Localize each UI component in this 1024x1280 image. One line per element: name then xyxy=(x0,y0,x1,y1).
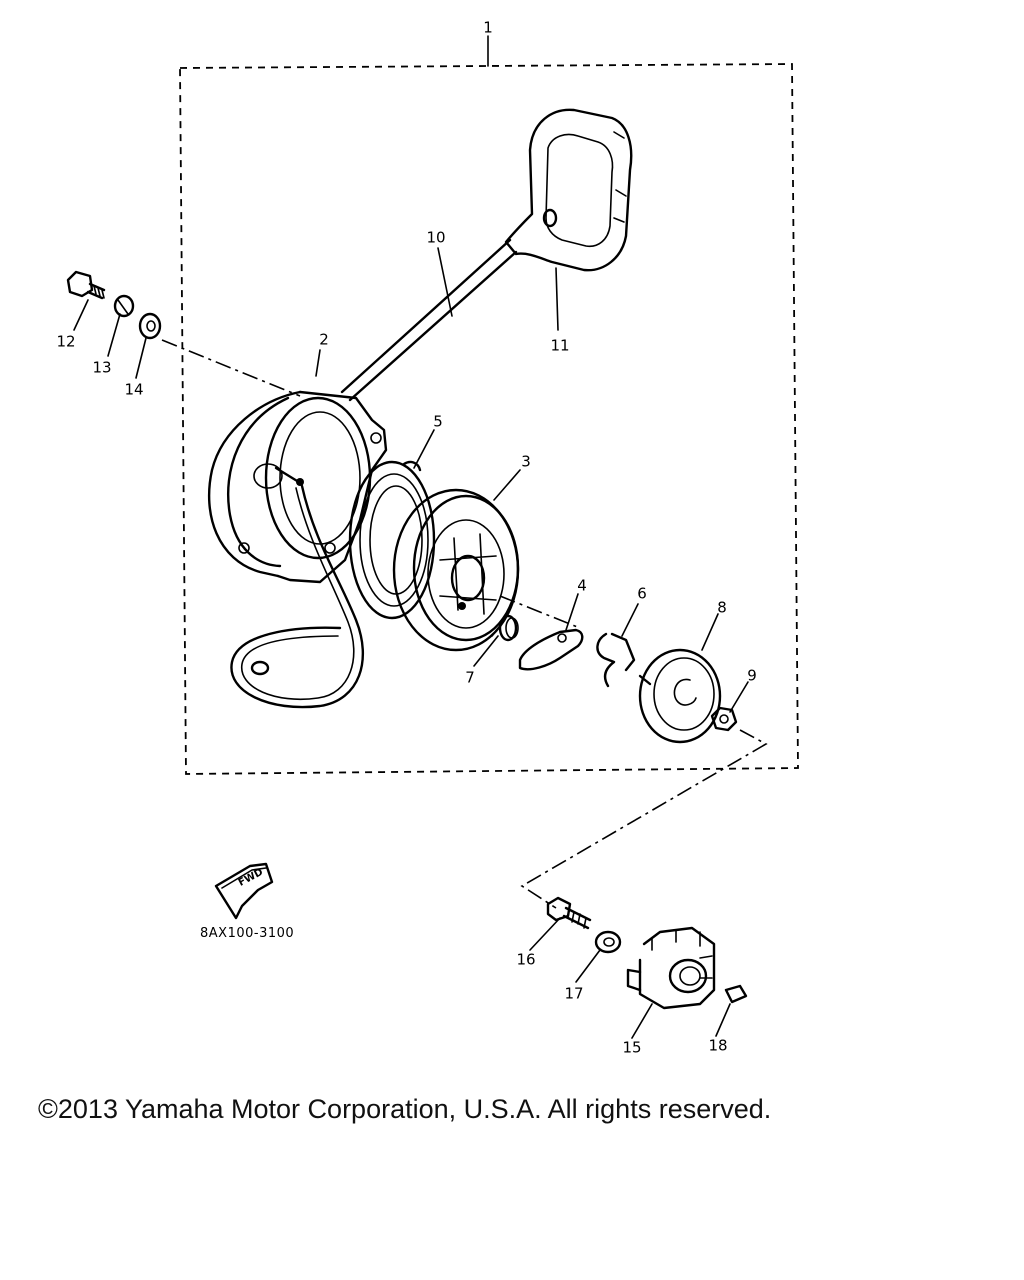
callout-3: 3 xyxy=(521,453,531,471)
flywheel-washer xyxy=(594,930,622,954)
callout-5: 5 xyxy=(433,413,443,431)
callout-4: 4 xyxy=(577,577,587,595)
copyright-notice: ©2013 Yamaha Motor Corporation, U.S.A. A… xyxy=(38,1094,772,1124)
diagram-part-code: 8AX100-3100 xyxy=(200,926,295,941)
callout-8: 8 xyxy=(717,599,727,617)
center-nut xyxy=(710,706,738,732)
starter-drive-pulley xyxy=(626,926,716,1010)
rope-to-handle xyxy=(340,238,518,402)
alignment-lines xyxy=(161,339,768,909)
spiral-spring xyxy=(348,460,436,620)
flywheel-bolt xyxy=(546,896,592,930)
callout-numbers: 1 2 3 4 5 6 7 8 9 10 11 12 13 14 15 16 1… xyxy=(56,19,756,1057)
callout-10: 10 xyxy=(426,229,445,247)
callout-11: 11 xyxy=(550,337,569,355)
starter-case xyxy=(207,390,388,584)
callout-7: 7 xyxy=(465,669,475,687)
callout-18: 18 xyxy=(708,1037,727,1055)
callout-6: 6 xyxy=(637,585,647,603)
callout-17: 17 xyxy=(564,985,583,1003)
woodruff-key xyxy=(724,984,748,1004)
callout-12: 12 xyxy=(56,333,75,351)
starter-rope-loop xyxy=(230,484,364,709)
rope-pulley xyxy=(392,488,520,652)
callout-13: 13 xyxy=(92,359,111,377)
callout-14: 14 xyxy=(124,381,143,399)
assembly-boundary xyxy=(179,35,799,775)
callout-2: 2 xyxy=(319,331,329,349)
starter-handle xyxy=(504,108,633,272)
callout-leaders xyxy=(73,247,749,1039)
mounting-bolt xyxy=(66,270,106,300)
callout-16: 16 xyxy=(516,951,535,969)
friction-spring xyxy=(596,632,636,688)
drive-plate xyxy=(638,648,722,744)
callout-9: 9 xyxy=(747,667,757,685)
pawl-spring xyxy=(491,614,519,642)
plain-washer xyxy=(138,312,162,340)
ratchet-pawl xyxy=(518,628,584,671)
callout-1: 1 xyxy=(483,19,493,37)
fwd-direction-arrow: FWD xyxy=(214,862,274,920)
callout-15: 15 xyxy=(622,1039,641,1057)
spring-washer xyxy=(113,294,135,318)
